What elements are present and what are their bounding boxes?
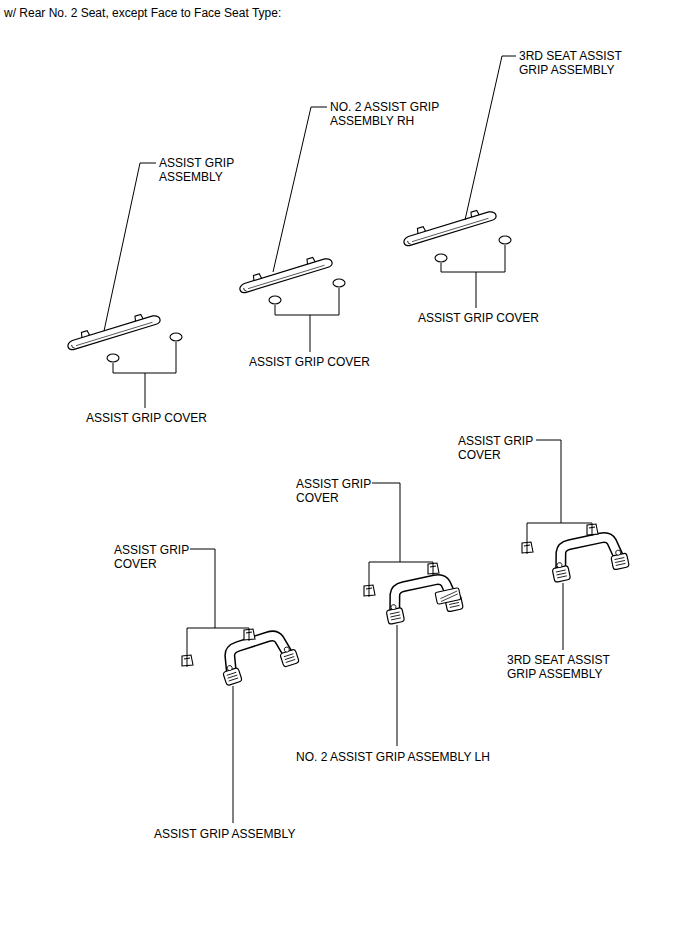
part-name: NO. 2 ASSIST GRIP ASSEMBLY RH bbox=[330, 100, 455, 128]
part-name: ASSIST GRIP COVER bbox=[249, 355, 370, 369]
part-name: ASSIST GRIP ASSEMBLY bbox=[159, 156, 254, 184]
part-name: NO. 2 ASSIST GRIP ASSEMBLY LH bbox=[296, 750, 490, 764]
heading: w/ Rear No. 2 Seat, except Face to Face … bbox=[4, 6, 281, 20]
part-name: 3RD SEAT ASSIST GRIP ASSEMBLY bbox=[519, 49, 629, 77]
part-name: ASSIST GRIP COVER bbox=[458, 434, 538, 462]
part-name: ASSIST GRIP COVER bbox=[86, 411, 207, 425]
assist-grip-figure bbox=[65, 205, 629, 685]
leader-lines bbox=[104, 56, 592, 823]
part-name: ASSIST GRIP ASSEMBLY bbox=[154, 827, 295, 841]
part-name: ASSIST GRIP COVER bbox=[114, 543, 194, 571]
part-name: ASSIST GRIP COVER bbox=[418, 311, 539, 325]
part-name: ASSIST GRIP COVER bbox=[296, 477, 376, 505]
part-name: 3RD SEAT ASSIST GRIP ASSEMBLY bbox=[507, 653, 617, 681]
